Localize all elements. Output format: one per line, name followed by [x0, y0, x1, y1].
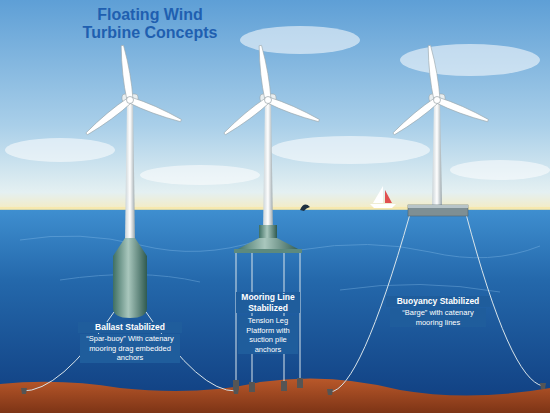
concept-heading: Buoyancy Stabilized: [386, 296, 490, 307]
concept-heading: Ballast Stabilized: [78, 322, 182, 333]
concept-description: Tension Leg Platform with suction pile a…: [238, 316, 298, 354]
concept-description: “Barge” with catenary mooring lines: [390, 308, 486, 327]
concept-heading: Mooring Line Stabilized: [236, 292, 300, 313]
diagram-title: Floating Wind Turbine Concepts: [80, 6, 220, 42]
concept-description: “Spar-buoy” With catenary mooring drag e…: [80, 334, 180, 363]
